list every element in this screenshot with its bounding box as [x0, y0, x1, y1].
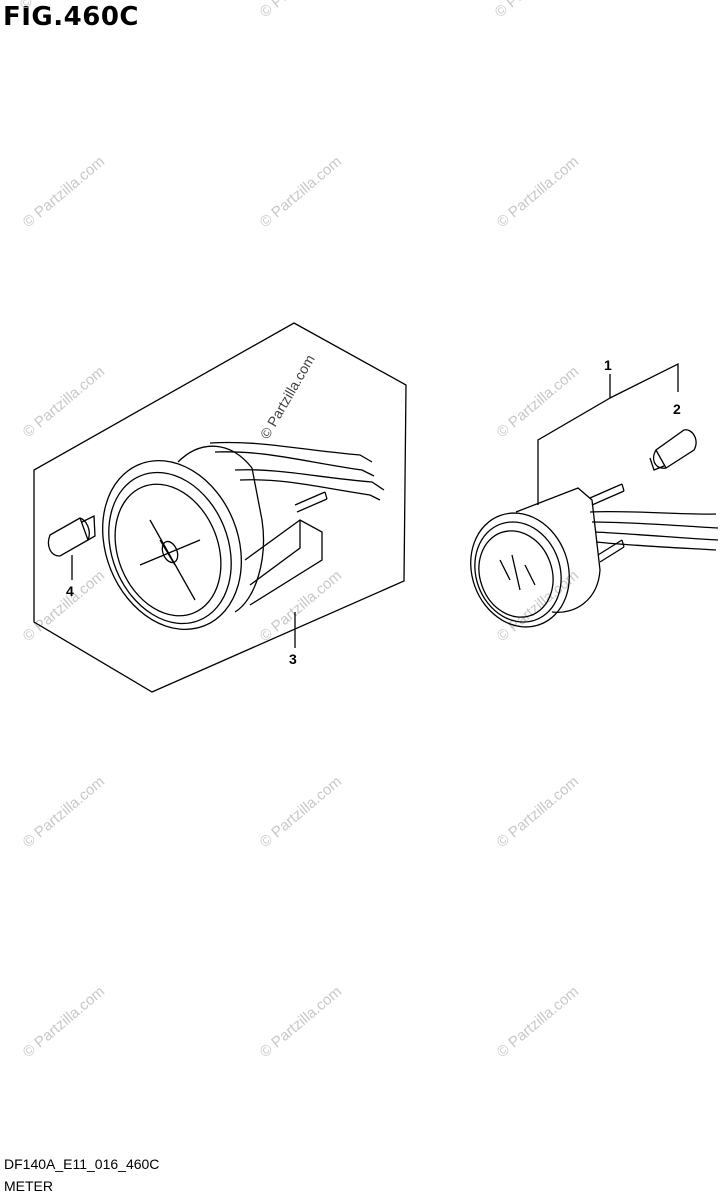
leader-line-1-branch	[609, 362, 679, 399]
watermark: © Partzilla.com	[492, 0, 580, 21]
mounting-bolt	[597, 539, 625, 563]
gauge-markings	[499, 554, 536, 591]
watermark: © Partzilla.com	[257, 0, 345, 21]
wire	[239, 479, 381, 501]
wire	[234, 469, 385, 491]
watermark: © Partzilla.com	[20, 773, 108, 851]
gauge-body	[515, 487, 601, 613]
watermark: © Partzilla.com	[494, 363, 582, 441]
meter-assembly-left	[33, 322, 407, 693]
bulb	[47, 517, 90, 557]
watermark: © Partzilla.com	[257, 567, 345, 645]
gauge-bezel	[102, 459, 242, 631]
watermark: © Partzilla.com	[20, 983, 108, 1061]
gauge-body	[177, 445, 265, 613]
wire	[595, 541, 717, 551]
watermark: © Partzilla.com	[257, 983, 345, 1061]
watermark: © Partzilla.com	[17, 0, 105, 13]
bulb	[652, 429, 697, 469]
wire	[589, 510, 717, 515]
watermark: © Partzilla.com	[257, 773, 345, 851]
gauge-bezel-inner	[474, 521, 562, 623]
callout-4: 4	[66, 583, 74, 599]
bulb-socket	[79, 514, 96, 541]
meter-assembly-right	[470, 362, 719, 628]
figure-code: DF140A_E11_016_460C	[4, 1156, 160, 1172]
assembly-outline	[33, 322, 407, 693]
callout-1: 1	[604, 357, 612, 373]
mounting-bolt	[294, 491, 328, 513]
leader-line-1	[537, 374, 611, 505]
watermark: © Partzilla.com	[494, 983, 582, 1061]
callout-2: 2	[673, 401, 681, 417]
gauge-needle	[139, 519, 201, 601]
watermark: © Partzilla.com	[20, 153, 108, 231]
callout-3: 3	[289, 651, 297, 667]
gauge-face	[114, 483, 222, 617]
figure-title: FIG.460C	[3, 2, 140, 32]
watermark: © Partzilla.com	[257, 153, 345, 231]
wire	[591, 521, 719, 529]
mounting-bracket-edge	[249, 520, 301, 586]
bulb-socket	[649, 449, 667, 471]
gauge-face	[478, 530, 554, 618]
gauge-bezel	[470, 512, 570, 628]
mounting-bolt	[589, 483, 625, 506]
figure-name: METER	[4, 1178, 53, 1194]
watermark-layer: © Partzilla.com © Partzilla.com © Partzi…	[17, 0, 582, 1061]
watermark: © Partzilla.com	[257, 352, 318, 442]
watermark: © Partzilla.com	[20, 567, 108, 645]
wire	[594, 531, 719, 541]
gauge-hub	[161, 540, 179, 564]
watermark: © Partzilla.com	[494, 773, 582, 851]
wire	[209, 441, 373, 463]
gauge-bezel-inner	[108, 471, 232, 625]
watermark: © Partzilla.com	[20, 363, 108, 441]
mounting-bracket	[244, 519, 323, 606]
watermark: © Partzilla.com	[494, 153, 582, 231]
